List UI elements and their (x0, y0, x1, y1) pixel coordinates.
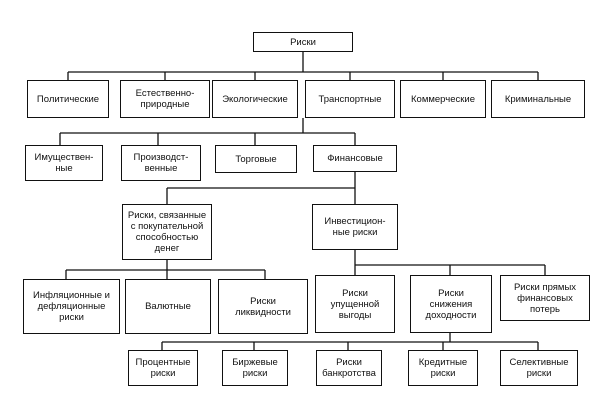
node-currency: Валютные (125, 279, 211, 334)
node-selective: Селективные риски (500, 350, 578, 386)
node-exchange: Биржевые риски (222, 350, 288, 386)
node-purchasing-power: Риски, связанные с покупательной способн… (122, 204, 212, 260)
node-inflation: Инфляционные и дефляционные риски (23, 279, 120, 334)
node-yield-reduction: Риски снижения доходности (410, 275, 492, 333)
node-interest: Процентные риски (128, 350, 198, 386)
node-root: Риски (253, 32, 353, 52)
node-political: Политические (27, 80, 109, 118)
node-natural: Естественно- природные (120, 80, 210, 118)
node-production: Производст- венные (121, 145, 201, 181)
node-criminal: Криминальные (491, 80, 585, 118)
node-property: Имуществен- ные (25, 145, 103, 181)
node-direct-loss: Риски прямых финансовых потерь (500, 275, 590, 321)
node-ecological: Экологические (212, 80, 298, 118)
node-transport: Транспортные (305, 80, 395, 118)
node-credit: Кредитные риски (408, 350, 478, 386)
node-lost-profit: Риски упущенной выгоды (315, 275, 395, 333)
node-bankruptcy: Риски банкротства (316, 350, 382, 386)
node-commercial: Коммерческие (400, 80, 486, 118)
node-trade: Торговые (215, 145, 297, 173)
node-financial: Финансовые (313, 145, 397, 172)
node-liquidity: Риски ликвидности (218, 279, 308, 334)
node-investment: Инвестицион- ные риски (312, 204, 398, 250)
